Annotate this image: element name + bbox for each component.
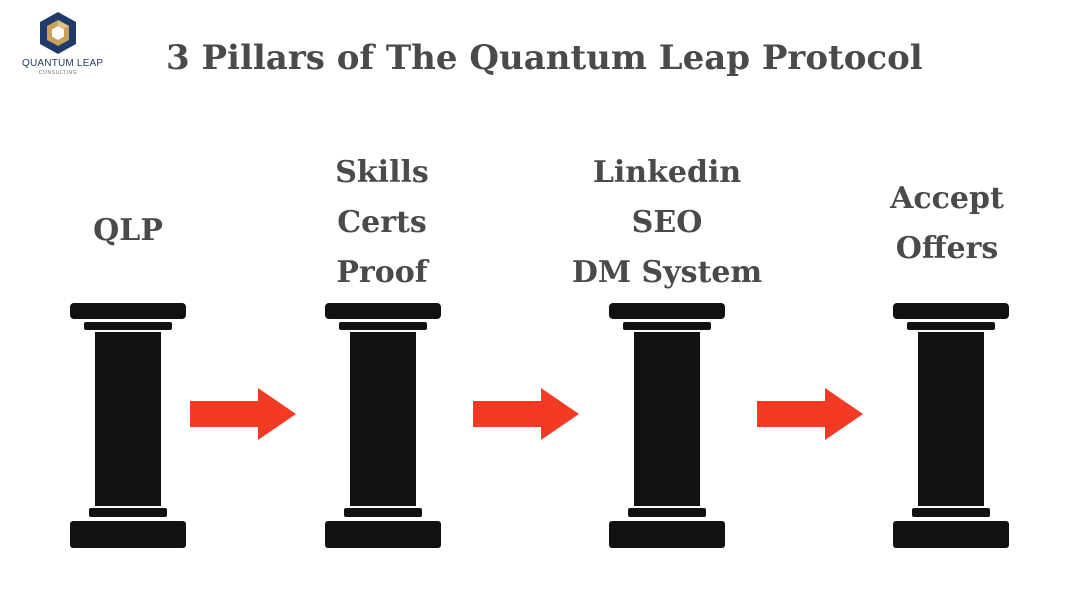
logo-subtitle: CONSULTING — [38, 70, 78, 76]
pillar-2-line-2: Certs — [337, 205, 427, 240]
pillar-3-line-3: DM System — [571, 255, 763, 290]
pillar-ring — [623, 322, 711, 330]
pillar-3 — [609, 303, 725, 548]
pillar-base — [325, 521, 441, 548]
logo-name: QUANTUM LEAP — [22, 58, 104, 69]
pillar-4-line-2: Offers — [895, 231, 999, 266]
pillar-2-line-3: Proof — [336, 255, 428, 290]
pillar-ring — [907, 322, 995, 330]
pillar-capital — [325, 303, 441, 319]
pillar-1 — [70, 303, 186, 548]
pillar-label-1: QLP — [8, 206, 248, 256]
pillar-label-3: Linkedin SEO DM System — [547, 148, 787, 298]
pillar-capital — [70, 303, 186, 319]
pillar-2 — [325, 303, 441, 548]
pillar-base — [70, 521, 186, 548]
logo: QUANTUM LEAP CONSULTING — [22, 10, 122, 76]
logo-icon — [40, 12, 76, 54]
pillar-3-line-1: Linkedin — [592, 155, 742, 190]
pillar-shaft — [95, 332, 161, 506]
arrow-right-icon — [190, 388, 296, 440]
pillar-ring — [89, 508, 167, 517]
pillar-capital — [609, 303, 725, 319]
arrow-right-icon — [757, 388, 863, 440]
pillar-1-line-1: QLP — [93, 213, 163, 248]
pillar-capital — [893, 303, 1009, 319]
pillar-ring — [84, 322, 172, 330]
pillar-label-4: Accept Offers — [827, 174, 1067, 274]
pillar-4-line-1: Accept — [890, 181, 1004, 216]
pillar-base — [609, 521, 725, 548]
pillar-shaft — [918, 332, 984, 506]
pillar-4 — [893, 303, 1009, 548]
pillar-label-2: Skills Certs Proof — [262, 148, 502, 298]
pillar-shaft — [634, 332, 700, 506]
pillar-ring — [912, 508, 990, 517]
pillar-base — [893, 521, 1009, 548]
page-title: 3 Pillars of The Quantum Leap Protocol — [166, 38, 923, 78]
pillar-ring — [344, 508, 422, 517]
pillar-ring — [628, 508, 706, 517]
pillar-3-line-2: SEO — [631, 205, 703, 240]
pillar-ring — [339, 322, 427, 330]
arrow-right-icon — [473, 388, 579, 440]
pillar-shaft — [350, 332, 416, 506]
pillar-2-line-1: Skills — [335, 155, 429, 190]
